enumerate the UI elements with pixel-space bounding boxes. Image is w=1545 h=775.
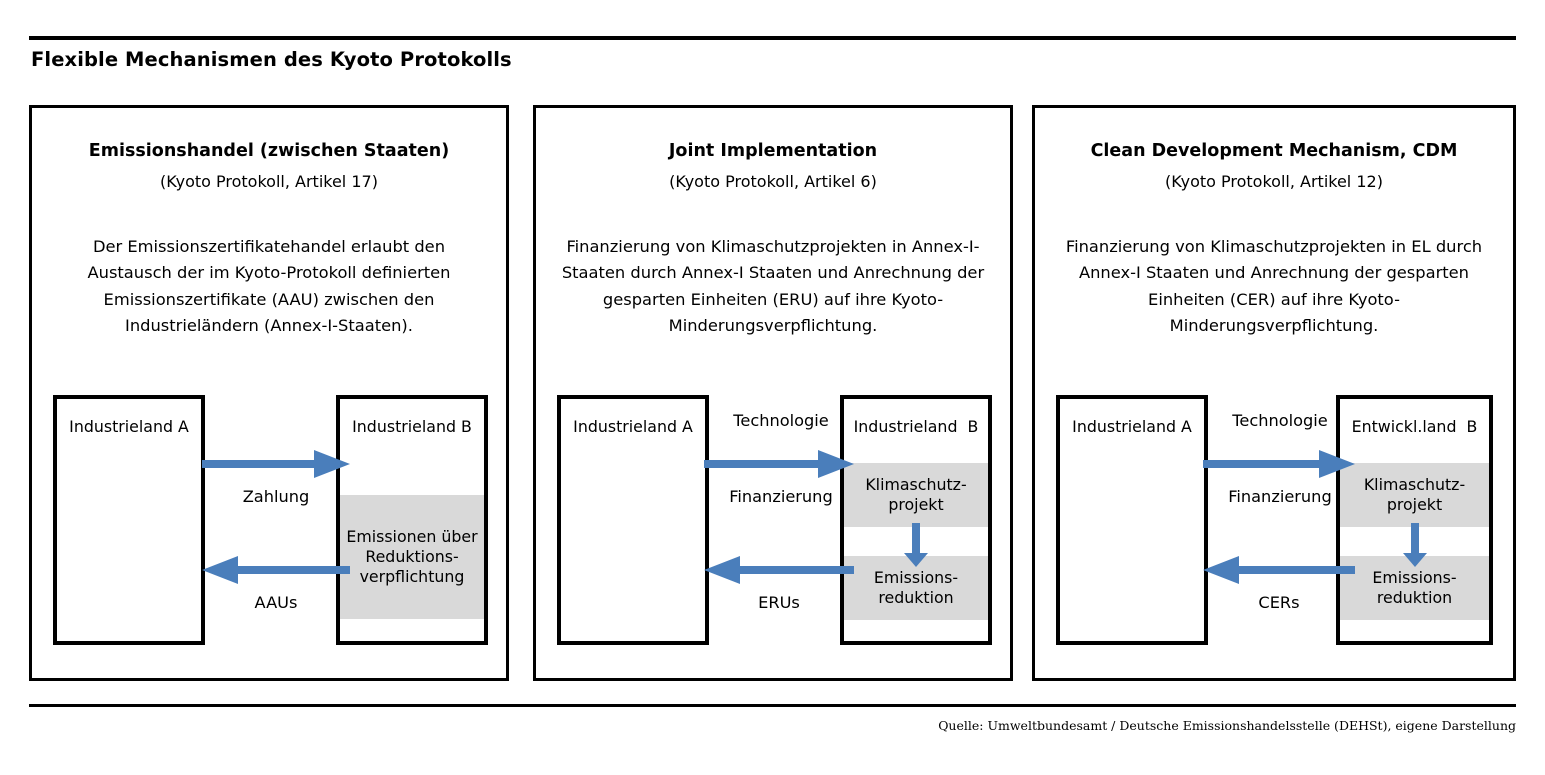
panel-2-right-country-box: Industrieland B Klimaschutz- projekt Emi… <box>840 395 992 645</box>
panel-1-band-emissions: Emissionen über Reduktions- verpflichtun… <box>340 495 484 619</box>
panel-2-arrow-right <box>704 449 854 479</box>
panel-joint-implementation: Joint Implementation (Kyoto Protokoll, A… <box>533 105 1013 681</box>
panel-2-right-country-label: Industrieland B <box>853 417 979 436</box>
panel-1-arrow-right-label: Zahlung <box>242 487 310 506</box>
panel-3-band-reduction-label: Emissions- reduktion <box>1372 567 1457 607</box>
panel-1-arrow-left <box>202 555 350 585</box>
panel-1-title: Emissionshandel (zwischen Staaten) <box>88 141 450 161</box>
panel-emissionshandel: Emissionshandel (zwischen Staaten) (Kyot… <box>29 105 509 681</box>
panel-1-description: Der Emissionszertifikatehandel erlaubt d… <box>87 237 451 336</box>
panel-3-band-project-label: Klimaschutz- projekt <box>1363 474 1466 514</box>
panel-2-arrow-right-label-bottom: Finanzierung <box>729 487 833 506</box>
panel-2-band-project-label: Klimaschutz- projekt <box>865 474 967 514</box>
panel-1-arrow-left-label: AAUs <box>254 593 298 612</box>
panel-1-left-country-label: Industrieland A <box>69 417 189 436</box>
panel-1-subtitle: (Kyoto Protokoll, Artikel 17) <box>160 171 378 191</box>
panel-3-arrow-right <box>1203 449 1355 479</box>
panel-2-subtitle: (Kyoto Protokoll, Artikel 6) <box>669 171 877 191</box>
panel-3-subtitle: (Kyoto Protokoll, Artikel 12) <box>1165 171 1383 191</box>
panel-3-header: Clean Development Mechanism, CDM (Kyoto … <box>1035 141 1513 193</box>
panel-1-right-country-box: Industrieland B Emissionen über Reduktio… <box>336 395 488 645</box>
panel-3-title: Clean Development Mechanism, CDM <box>1090 141 1458 161</box>
figure-root: Flexible Mechanismen des Kyoto Protokoll… <box>29 0 1516 775</box>
panel-3-band-reduction: Emissions- reduktion <box>1340 556 1489 620</box>
panel-3-band-project: Klimaschutz- projekt <box>1340 463 1489 527</box>
panel-3-left-country-label: Industrieland A <box>1072 417 1192 436</box>
panel-2-arrow-down <box>903 523 929 567</box>
top-rule <box>29 36 1516 40</box>
panel-2-left-country-box: Industrieland A <box>557 395 709 645</box>
panel-2-diagram: Industrieland A Industrieland B Klimasch… <box>536 395 1010 655</box>
panel-2-arrow-left <box>704 555 854 585</box>
panel-3-description: Finanzierung von Klimaschutzprojekten in… <box>1065 237 1483 336</box>
figure-title: Flexible Mechanismen des Kyoto Protokoll… <box>31 48 512 71</box>
panel-2-title: Joint Implementation <box>668 141 878 161</box>
panel-2-arrow-right-label-top: Technologie <box>733 411 829 430</box>
panel-3-right-country-box: Entwickl.land B Klimaschutz- projekt Emi… <box>1336 395 1493 645</box>
panel-3-arrow-left <box>1203 555 1355 585</box>
panel-3-left-country-box: Industrieland A <box>1056 395 1208 645</box>
panel-3-right-country-label: Entwickl.land B <box>1351 417 1478 436</box>
panel-1-arrow-right <box>202 449 350 479</box>
bottom-rule <box>29 704 1516 707</box>
panel-2-description: Finanzierung von Klimaschutzprojekten in… <box>561 237 985 336</box>
panel-2-header: Joint Implementation (Kyoto Protokoll, A… <box>536 141 1010 193</box>
source-attribution: Quelle: Umweltbundesamt / Deutsche Emiss… <box>938 718 1516 733</box>
panel-3-arrow-right-label-bottom: Finanzierung <box>1228 487 1332 506</box>
panel-3-diagram: Industrieland A Entwickl.land B Klimasch… <box>1035 395 1513 655</box>
panel-clean-development-mechanism: Clean Development Mechanism, CDM (Kyoto … <box>1032 105 1516 681</box>
panel-3-arrow-right-label-top: Technologie <box>1232 411 1328 430</box>
panel-1-header: Emissionshandel (zwischen Staaten) (Kyot… <box>32 141 506 193</box>
panel-3-arrow-down <box>1402 523 1428 567</box>
panel-3-arrow-left-label: CERs <box>1258 593 1300 612</box>
panel-1-diagram: Industrieland A Industrieland B Emission… <box>32 395 506 655</box>
panel-2-band-reduction-label: Emissions- reduktion <box>873 567 959 607</box>
panel-2-left-country-label: Industrieland A <box>573 417 693 436</box>
panel-1-band-emissions-label: Emissionen über Reduktions- verpflichtun… <box>346 526 478 587</box>
panel-1-left-country-box: Industrieland A <box>53 395 205 645</box>
panel-2-arrow-left-label: ERUs <box>758 593 800 612</box>
panels-container: Emissionshandel (zwischen Staaten) (Kyot… <box>29 105 1516 681</box>
panel-1-right-country-label: Industrieland B <box>352 417 472 436</box>
panel-2-band-project: Klimaschutz- projekt <box>844 463 988 527</box>
